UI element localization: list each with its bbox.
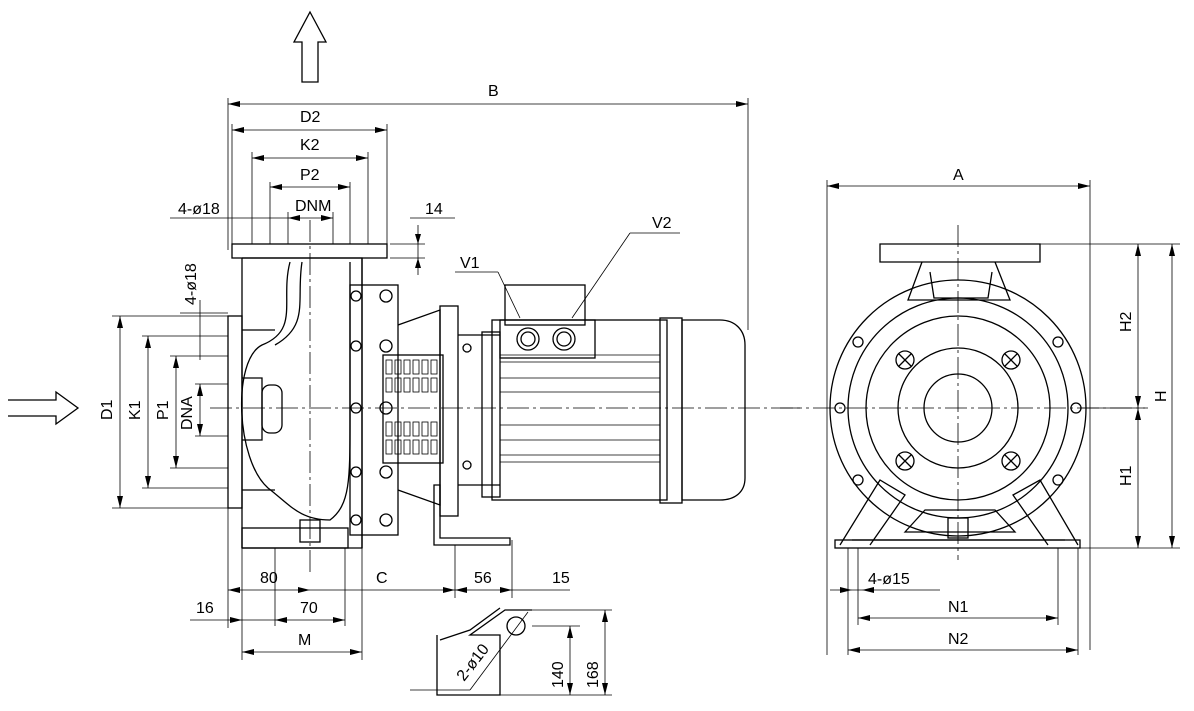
label-80: 80 xyxy=(260,570,278,587)
vertical-dimension-lines xyxy=(112,300,228,509)
label-p1: P1 xyxy=(155,400,172,420)
label-b: B xyxy=(488,83,499,100)
label-h1: H1 xyxy=(1118,465,1135,486)
label-v2: V2 xyxy=(652,215,672,232)
label-h2: H2 xyxy=(1118,311,1135,332)
label-hole-top: 4-ø18 xyxy=(178,201,220,218)
label-bracket-holes: 2-ø10 xyxy=(454,641,493,684)
label-14: 14 xyxy=(425,201,443,218)
pump-casing-side-view xyxy=(227,243,388,549)
label-168: 168 xyxy=(585,661,602,688)
label-n2: N2 xyxy=(948,631,969,648)
casing-bolts xyxy=(349,284,399,536)
label-dnm: DNM xyxy=(295,198,331,215)
label-v1: V1 xyxy=(460,255,480,272)
label-56: 56 xyxy=(474,570,492,587)
label-d1: D1 xyxy=(99,399,116,420)
label-p2: P2 xyxy=(300,167,320,184)
bottom-dimension-lines xyxy=(190,508,612,696)
foot-bracket-detail xyxy=(436,607,532,696)
label-hole-foot: 4-ø15 xyxy=(868,571,910,588)
label-m: M xyxy=(298,632,311,649)
label-70: 70 xyxy=(300,600,318,617)
outlet-flow-arrow xyxy=(292,10,328,83)
dimension-lines xyxy=(170,98,749,330)
label-h: H xyxy=(1153,390,1170,402)
inlet-flow-arrow xyxy=(8,390,80,426)
label-15: 15 xyxy=(552,570,570,587)
label-dna: DNA xyxy=(179,396,196,430)
front-dimension-lines xyxy=(826,180,1180,655)
label-140: 140 xyxy=(550,661,567,688)
label-a: A xyxy=(953,167,964,184)
label-k1: K1 xyxy=(127,400,144,420)
label-k2: K2 xyxy=(300,137,320,154)
dimension-labels: B D2 K2 P2 DNM 4-ø18 14 V1 V2 A H2 H H1 … xyxy=(99,83,1170,688)
label-n1: N1 xyxy=(948,599,969,616)
label-c: C xyxy=(376,570,388,587)
label-hole-side: 4-ø18 xyxy=(183,263,200,305)
motor-flange-and-bracket xyxy=(433,305,511,546)
motor-side-view xyxy=(481,284,746,504)
label-d2: D2 xyxy=(300,109,321,126)
label-16: 16 xyxy=(196,600,214,617)
